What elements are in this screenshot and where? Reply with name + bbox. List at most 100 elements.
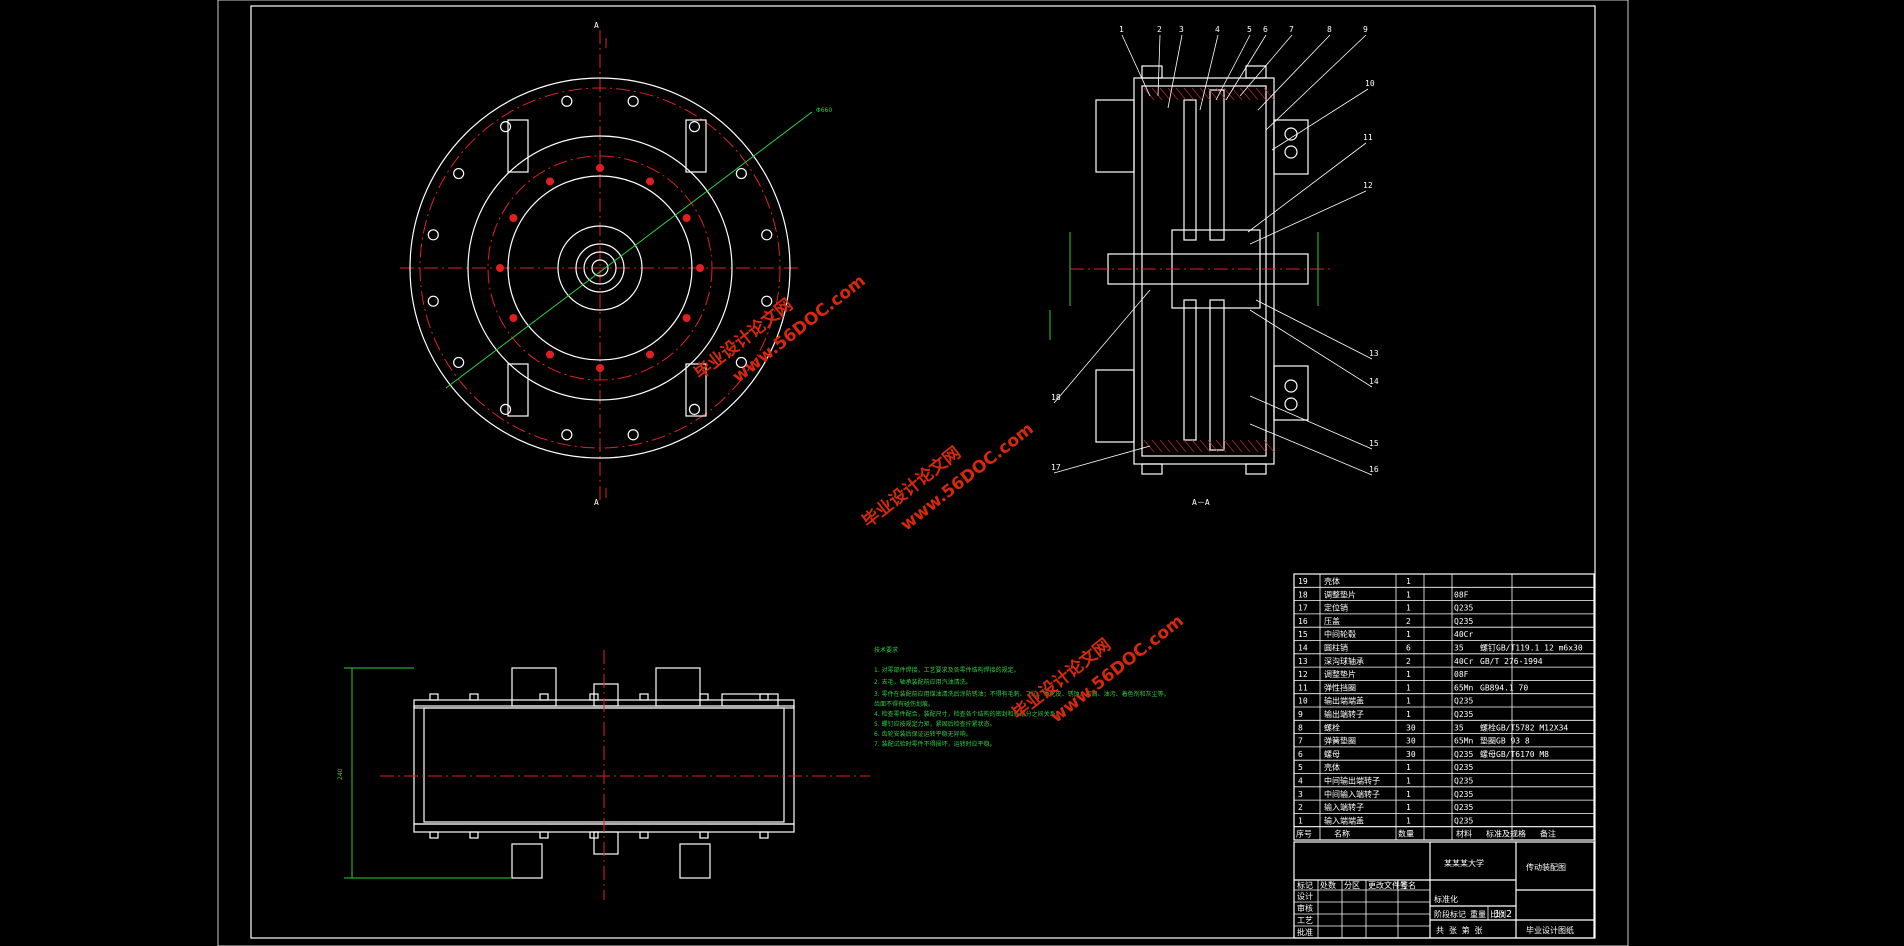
- height-label: 240: [337, 768, 344, 780]
- bom-cell: 1: [1406, 604, 1411, 613]
- bom-cell: 弹簧垫圈: [1324, 736, 1356, 746]
- bom-cell: 30: [1406, 750, 1416, 759]
- bom-cell: 3: [1298, 790, 1303, 799]
- note-line: 齿面不得有碰伤划痕。: [874, 700, 934, 708]
- bom-header-cell: 名称: [1334, 829, 1350, 839]
- balloon-label: 3: [1179, 25, 1184, 34]
- balloon-label: 14: [1369, 377, 1379, 386]
- bolt-hole: [627, 429, 639, 441]
- bom-cell: 1: [1298, 816, 1303, 825]
- bom-cell: 30: [1406, 723, 1416, 732]
- bolt-hole: [646, 350, 654, 359]
- stud: [589, 831, 599, 839]
- diameter-label: Φ660: [816, 107, 832, 114]
- school-name: 某某某大学: [1444, 858, 1484, 868]
- bom-cell: 中间输出端转子: [1324, 776, 1380, 786]
- bom-cell: GB/T 276-1994: [1480, 657, 1543, 666]
- note-line: 4. 检查零件配合，装配尺寸，检查各个结构的密封和各部分之间关系。: [874, 710, 1062, 718]
- balloon-label: 9: [1363, 25, 1368, 34]
- balloon-label: 17: [1051, 463, 1061, 472]
- bolt-hole: [735, 356, 747, 369]
- note-line: 1. 对零部件焊接，工艺要求及各零件结构焊接的规定。: [874, 666, 1020, 674]
- bom-cell: 中间输入端转子: [1324, 789, 1380, 799]
- notes-heading: 技术要求: [874, 646, 898, 654]
- bom-cell: 12: [1298, 670, 1308, 679]
- bolt-hole: [496, 264, 504, 272]
- scale-value: 1:2: [1494, 909, 1512, 920]
- bom-cell: 1: [1406, 670, 1411, 679]
- bolt-hole: [688, 403, 701, 415]
- bolt-hole: [427, 229, 439, 241]
- bom-cell: 压盖: [1324, 616, 1340, 626]
- stud: [589, 693, 599, 701]
- tb-col: 签名: [1400, 880, 1416, 890]
- bom-cell: 1: [1406, 803, 1411, 812]
- stud: [539, 831, 549, 839]
- bom-cell: 8: [1298, 723, 1303, 732]
- bom-cell: 30: [1406, 737, 1416, 746]
- bom-header-cell: 序号: [1296, 829, 1312, 839]
- section-title: A－A: [1192, 498, 1210, 507]
- bom-cell: 08F: [1454, 590, 1469, 599]
- bolt-hole: [696, 264, 704, 272]
- bom-cell: 壳体: [1324, 576, 1340, 586]
- bom-cell: 螺母: [1324, 749, 1340, 759]
- balloon-label: 5: [1247, 25, 1252, 34]
- bom-cell: Q235: [1454, 710, 1473, 719]
- bom-cell: 输出端转子: [1324, 709, 1364, 719]
- bolt-hole: [682, 314, 691, 322]
- bolt-hole: [688, 121, 701, 133]
- balloon-label: 4: [1215, 25, 1220, 34]
- bom-cell: 1: [1406, 710, 1411, 719]
- label-standardization: 标准化: [1434, 894, 1458, 904]
- stud: [469, 693, 479, 701]
- stud: [539, 693, 549, 701]
- outer-frame: [217, 0, 1629, 946]
- bom-cell: Q235: [1454, 777, 1473, 786]
- stud: [429, 693, 439, 701]
- bolt-hole: [546, 177, 554, 186]
- tb-label: 设计: [1297, 891, 1313, 901]
- bom-cell: Q235: [1454, 803, 1473, 812]
- bom-cell: 6: [1298, 750, 1303, 759]
- stud: [759, 693, 769, 701]
- bolt-hole: [499, 121, 512, 133]
- bolt-hole: [761, 229, 773, 241]
- tb-label: 标记: [1297, 880, 1313, 890]
- bom-cell: 壳体: [1324, 762, 1340, 772]
- bom-cell: 圆柱销: [1324, 643, 1348, 653]
- bom-cell: 65Mn: [1454, 683, 1473, 692]
- note-line: 7. 装配试验时零件不得损坏，运转时应平稳。: [874, 740, 996, 748]
- bom-cell: 1: [1406, 683, 1411, 692]
- balloon-label: 2: [1157, 25, 1162, 34]
- bom-cell: 1: [1406, 697, 1411, 706]
- watermark-2: 毕业设计论文网 www.56DOC.com: [858, 419, 1038, 535]
- bom-cell: 输入端转子: [1324, 802, 1364, 812]
- bom-header-cell: 数量: [1398, 829, 1414, 839]
- stud: [639, 831, 649, 839]
- label-stage: 阶段标记: [1434, 909, 1466, 919]
- stud: [639, 693, 649, 701]
- tb-label: 工艺: [1297, 916, 1313, 925]
- bolt-hole: [561, 429, 573, 441]
- tb-label: 批准: [1297, 927, 1313, 937]
- bom-cell: 1: [1406, 816, 1411, 825]
- bolt-hole: [453, 356, 465, 369]
- stud: [429, 831, 439, 839]
- bom-cell: 9: [1298, 710, 1303, 719]
- balloon-label: 6: [1263, 25, 1268, 34]
- bom-cell: 1: [1406, 763, 1411, 772]
- bom-cell: 5: [1298, 763, 1303, 772]
- bom-cell: 深沟球轴承: [1324, 656, 1364, 666]
- inner-frame: [250, 5, 1596, 939]
- bom-cell: Q235: [1454, 617, 1473, 626]
- bolt-hole: [561, 95, 573, 107]
- bolt-hole: [761, 295, 773, 307]
- tb-col: 分区: [1344, 881, 1360, 890]
- balloon-label: 11: [1363, 133, 1373, 142]
- bom-header-cell: 材料: [1456, 829, 1472, 839]
- bolt-hole: [735, 167, 747, 180]
- sheet-count: 共 张 第 张: [1436, 925, 1482, 935]
- bom-cell: 垫圈GB 93 8: [1480, 736, 1530, 746]
